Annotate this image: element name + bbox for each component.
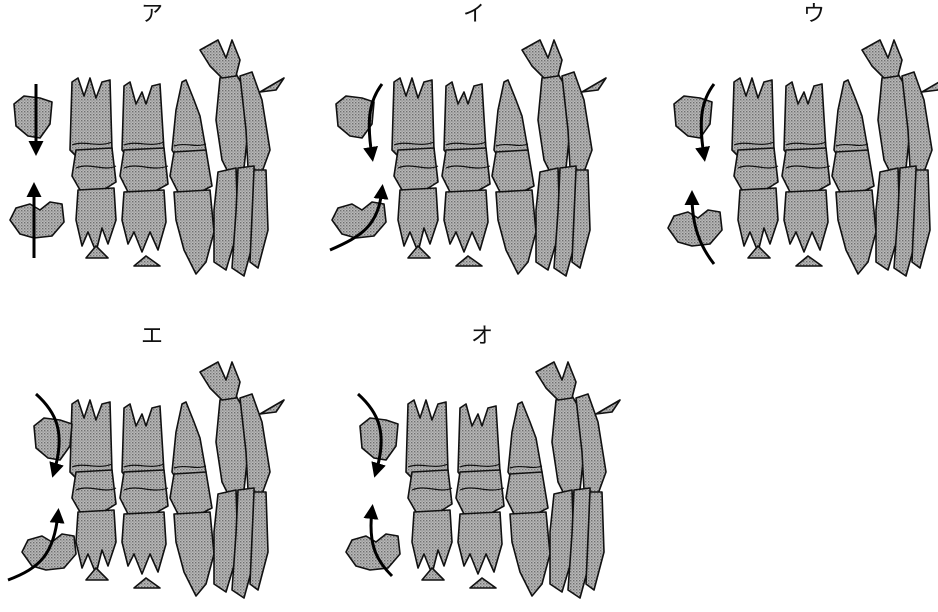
panel-o: オ [336, 322, 636, 612]
tooth-diagram [644, 0, 938, 290]
tooth-diagram [322, 0, 622, 290]
tooth-diagram [0, 0, 300, 290]
tooth-diagram [0, 322, 300, 612]
panel-e: エ [0, 322, 300, 612]
tooth-diagram [336, 322, 636, 612]
panel-a: ア [0, 0, 300, 290]
panel-i: イ [322, 0, 622, 290]
panel-u: ウ [644, 0, 938, 290]
